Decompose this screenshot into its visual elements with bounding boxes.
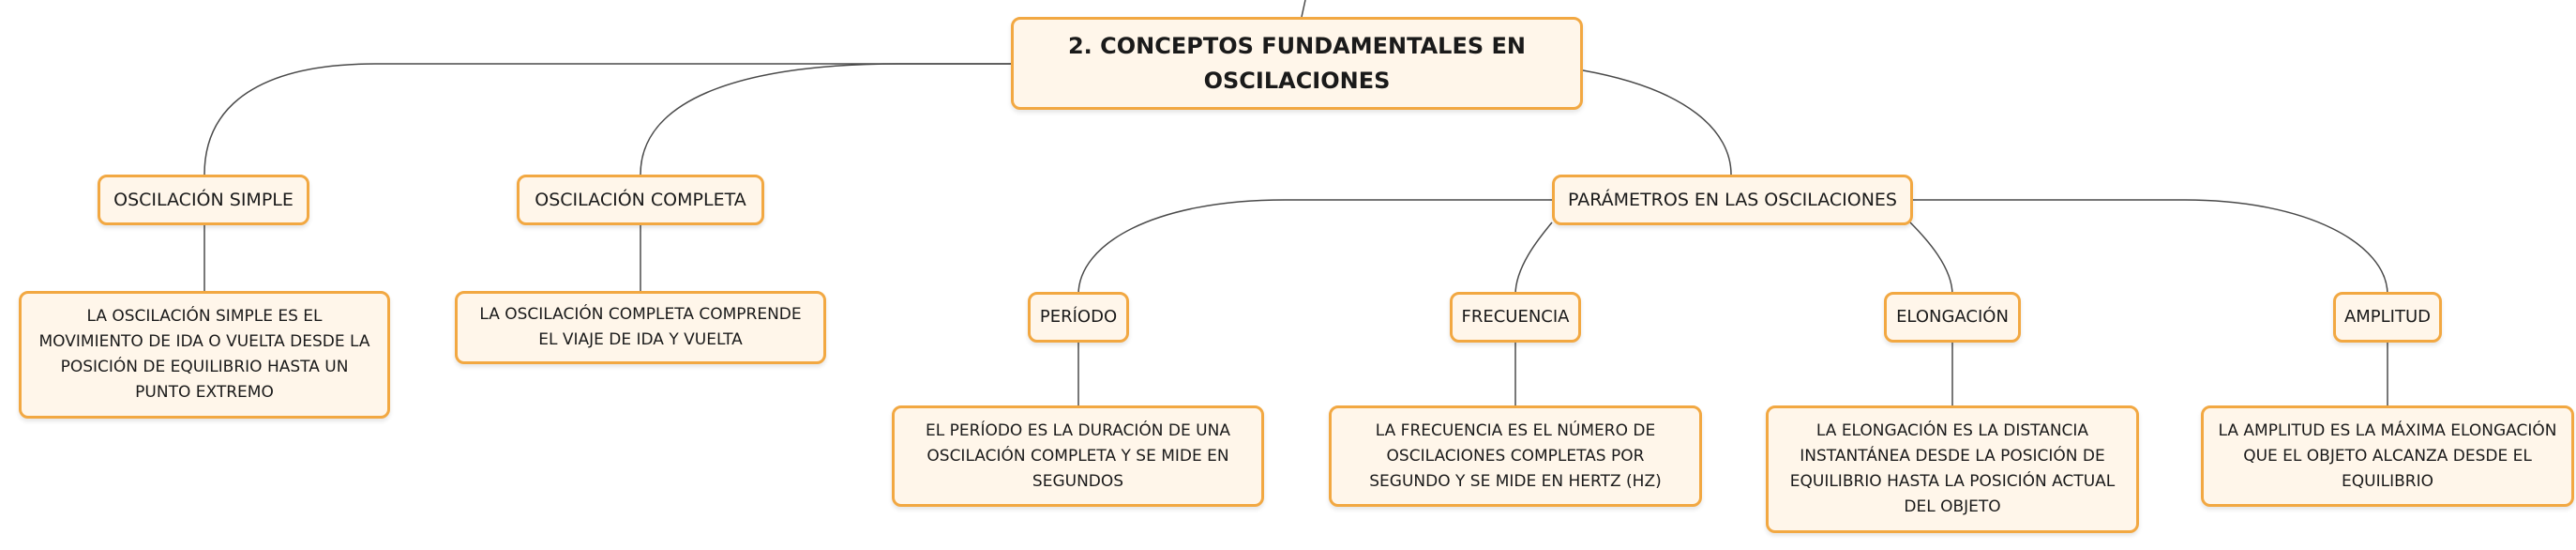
- connector-parameters-elongation: [1909, 222, 1953, 296]
- node-amplitud-description[interactable]: LA AMPLITUD ES LA MÁXIMA ELONGACIÓN QUE …: [2201, 405, 2574, 507]
- connector-root-simple: [203, 63, 1011, 176]
- connector-root-complete: [640, 63, 1011, 176]
- connector-parameters-amplitude: [1913, 199, 2388, 296]
- node-oscilacion-simple-description-text: LA OSCILACIÓN SIMPLE ES EL MOVIMIENTO DE…: [38, 307, 370, 402]
- node-elongacion-description[interactable]: LA ELONGACIÓN ES LA DISTANCIA INSTANTÁNE…: [1766, 405, 2139, 533]
- node-elongacion-description-text: LA ELONGACIÓN ES LA DISTANCIA INSTANTÁNE…: [1789, 421, 2116, 516]
- node-periodo-description-text: EL PERÍODO ES LA DURACIÓN DE UNA OSCILAC…: [926, 420, 1230, 491]
- connector-parameters-frequency: [1514, 222, 1553, 296]
- node-oscilacion-simple-label: OSCILACIÓN SIMPLE: [113, 190, 294, 210]
- root-node[interactable]: 2. CONCEPTOS FUNDAMENTALES EN OSCILACION…: [1011, 17, 1583, 110]
- connector-root-parameters: [1582, 69, 1732, 176]
- connector-parameters-period: [1077, 199, 1552, 296]
- node-frecuencia[interactable]: FRECUENCIA: [1450, 292, 1581, 343]
- node-oscilacion-completa-description-text: LA OSCILACIÓN COMPLETA COMPRENDE EL VIAJ…: [479, 305, 802, 349]
- node-oscilacion-simple-description[interactable]: LA OSCILACIÓN SIMPLE ES EL MOVIMIENTO DE…: [19, 291, 390, 419]
- node-amplitud-label: AMPLITUD: [2343, 307, 2432, 327]
- node-periodo-label: PERÍODO: [1039, 307, 1118, 327]
- node-frecuencia-description[interactable]: LA FRECUENCIA ES EL NÚMERO DE OSCILACION…: [1329, 405, 1702, 507]
- node-parametros-label: PARÁMETROS EN LAS OSCILACIONES: [1568, 190, 1897, 210]
- node-oscilacion-completa-label: OSCILACIÓN COMPLETA: [535, 190, 746, 210]
- node-oscilacion-simple[interactable]: OSCILACIÓN SIMPLE: [98, 175, 309, 225]
- node-amplitud[interactable]: AMPLITUD: [2333, 292, 2442, 343]
- node-parametros[interactable]: PARÁMETROS EN LAS OSCILACIONES: [1552, 175, 1913, 225]
- root-node-label: 2. CONCEPTOS FUNDAMENTALES EN OSCILACION…: [1067, 32, 1526, 94]
- node-oscilacion-completa[interactable]: OSCILACIÓN COMPLETA: [517, 175, 764, 225]
- node-elongacion-label: ELONGACIÓN: [1896, 307, 2009, 327]
- node-frecuencia-description-text: LA FRECUENCIA ES EL NÚMERO DE OSCILACION…: [1369, 420, 1662, 491]
- node-amplitud-description-text: LA AMPLITUD ES LA MÁXIMA ELONGACIÓN QUE …: [2218, 420, 2557, 491]
- node-periodo-description[interactable]: EL PERÍODO ES LA DURACIÓN DE UNA OSCILAC…: [892, 405, 1264, 507]
- node-elongacion[interactable]: ELONGACIÓN: [1884, 292, 2021, 343]
- connector-parent-root: [1301, 0, 1306, 18]
- node-oscilacion-completa-description[interactable]: LA OSCILACIÓN COMPLETA COMPRENDE EL VIAJ…: [455, 291, 826, 364]
- node-frecuencia-label: FRECUENCIA: [1461, 307, 1570, 327]
- node-periodo[interactable]: PERÍODO: [1028, 292, 1129, 343]
